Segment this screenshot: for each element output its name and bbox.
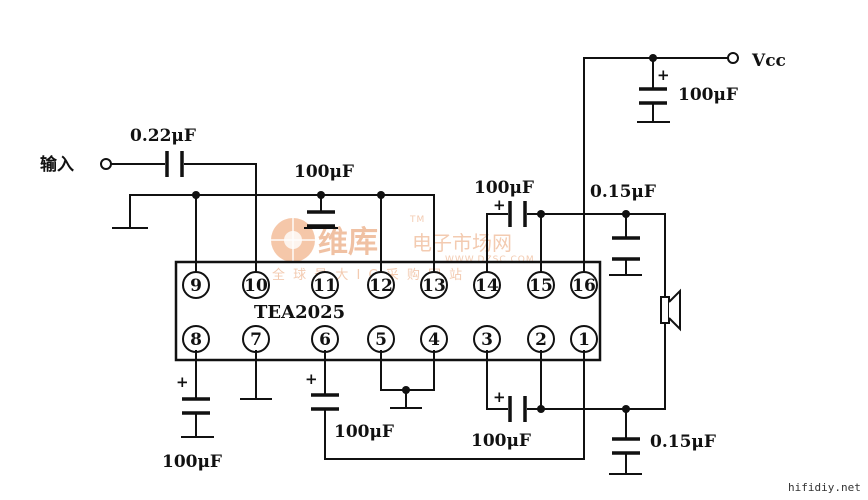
source-site-label: hifidiy.net (788, 481, 861, 494)
input-terminal (100, 158, 112, 170)
plus-vcc-cap: + (657, 66, 670, 84)
label-cap-input: 0.22μF (130, 126, 196, 146)
pin-number: 4 (428, 330, 440, 350)
pin-number: 7 (250, 330, 262, 350)
pin-8: 8 (182, 325, 210, 353)
pin-number: 5 (375, 330, 387, 350)
pin-number: 13 (422, 276, 446, 296)
pin-1: 1 (570, 325, 598, 353)
pin-7: 7 (242, 325, 270, 353)
speaker-icon (660, 288, 681, 332)
pin-number: 10 (244, 276, 268, 296)
wire-top-bus (129, 194, 435, 272)
pin-16: 16 (570, 271, 598, 299)
pin-4: 4 (420, 325, 448, 353)
label-cap-out-bottom: 0.15μF (650, 432, 716, 452)
pin-number: 6 (319, 330, 331, 350)
chip-name: TEA2025 (254, 302, 345, 323)
watermark-brand: 维库 (318, 225, 378, 260)
pin-10: 10 (242, 271, 270, 299)
wire-pin6-loop (324, 350, 585, 460)
pin-number: 15 (529, 276, 553, 296)
wire-pin3 (486, 350, 508, 410)
pin-14: 14 (473, 271, 501, 299)
label-cap-top-right: 100μF (474, 178, 534, 198)
vcc-terminal (727, 52, 739, 64)
capacitors (165, 87, 667, 455)
label-cap-pin8: 100μF (162, 452, 222, 472)
pin-9: 9 (182, 271, 210, 299)
wires (100, 52, 739, 474)
plus-top-right-cap: + (493, 196, 506, 214)
label-vcc: Vcc (751, 51, 786, 71)
label-input: 输入 (40, 154, 74, 175)
pin-number: 14 (475, 276, 499, 296)
pin-5: 5 (367, 325, 395, 353)
pin-11: 11 (311, 271, 339, 299)
pin-2: 2 (527, 325, 555, 353)
wire-vcc (583, 57, 728, 272)
watermark-name: 电子市场网 (412, 231, 512, 255)
pin-number: 16 (572, 276, 596, 296)
pin-6: 6 (311, 325, 339, 353)
label-cap-pin6: 100μF (334, 422, 394, 442)
pin-3: 3 (473, 325, 501, 353)
plus-pin6-cap: + (305, 370, 318, 388)
pin-number: 3 (481, 330, 493, 350)
wire-out-bottom (527, 323, 666, 410)
pin-number: 12 (369, 276, 393, 296)
wire-cap-to-pin10 (184, 163, 257, 272)
pin-number: 8 (190, 330, 202, 350)
label-cap-out-top: 0.15μF (590, 182, 656, 202)
pin-13: 13 (420, 271, 448, 299)
pin-number: 9 (190, 276, 202, 296)
label-cap-vcc: 100μF (678, 85, 738, 105)
ic-chip (174, 260, 602, 362)
ic-pins: 9 10 11 12 13 14 15 16 8 7 6 5 4 3 2 1 (182, 271, 598, 353)
pin-number: 1 (578, 330, 590, 350)
junction-dots (192, 54, 657, 413)
pin-circle (311, 271, 339, 299)
pin-number: 11 (313, 276, 337, 296)
watermark-url: WWW.DZSC.COM (445, 255, 535, 265)
label-cap-top-mid: 100μF (294, 162, 354, 182)
pin-12: 12 (367, 271, 395, 299)
pin-number: 2 (535, 330, 547, 350)
watermark-tm: TM (409, 215, 425, 225)
plus-bottom-cap: + (493, 388, 506, 406)
pin-15: 15 (527, 271, 555, 299)
wire-pin14 (486, 213, 508, 272)
wire-pin5-4 (380, 350, 435, 391)
label-cap-bottom: 100μF (471, 431, 531, 451)
wire-speaker-top (626, 213, 666, 297)
plus-pin8-cap: + (176, 373, 189, 391)
